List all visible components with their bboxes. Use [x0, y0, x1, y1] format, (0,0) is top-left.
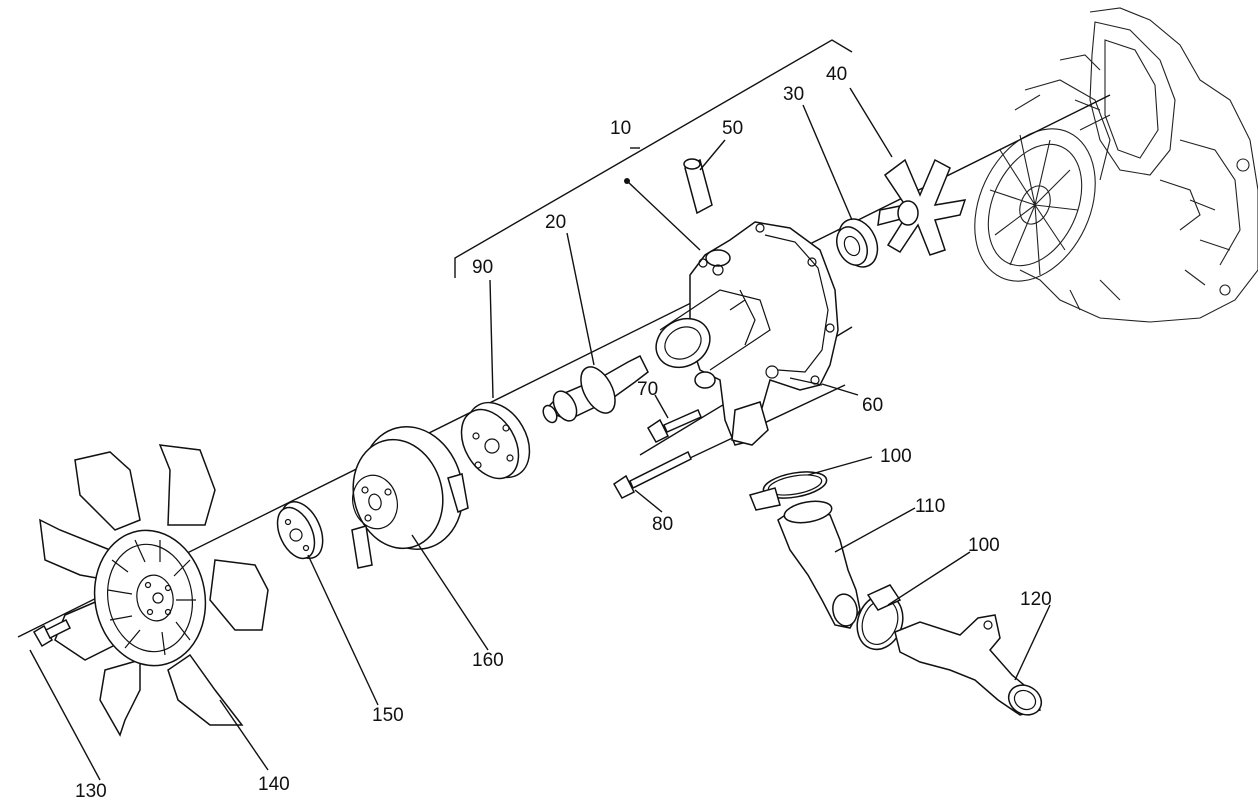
label-140: 140	[258, 774, 290, 795]
label-150: 150	[372, 705, 404, 726]
part-40-impeller	[877, 158, 967, 256]
part-160-pulley	[351, 425, 469, 569]
part-30-seal	[836, 218, 879, 268]
part-90-hub-flange	[460, 401, 531, 480]
label-90: 90	[472, 257, 493, 278]
part-130-bolt	[32, 618, 72, 648]
part-20-bearing	[542, 354, 649, 424]
label-130: 130	[75, 781, 107, 802]
label-110: 110	[915, 496, 945, 517]
part-50-pipe	[683, 158, 713, 215]
part-100-clamp-upper	[748, 471, 828, 511]
part-140-fan	[39, 444, 269, 737]
part-70-bolt	[647, 409, 702, 443]
part-120-pipe	[894, 614, 1043, 716]
label-20: 20	[545, 212, 566, 233]
label-50: 50	[722, 118, 743, 139]
label-10: 10	[610, 118, 631, 139]
label-70: 70	[637, 379, 658, 400]
part-100-clamp-lower	[856, 584, 904, 651]
gasket-60	[789, 377, 823, 386]
label-80: 80	[652, 514, 673, 535]
label-160: 160	[472, 650, 504, 671]
kit-bracket	[454, 39, 853, 278]
engine-block	[974, 7, 1258, 323]
label-120: 120	[1020, 589, 1052, 610]
part-80-bolt	[613, 450, 692, 499]
water-pump-body	[655, 221, 839, 446]
label-100-lower: 100	[968, 535, 1000, 556]
label-40: 40	[826, 64, 847, 85]
label-100-upper: 100	[880, 446, 912, 467]
leader-lines	[29, 87, 1051, 781]
part-110-hose	[777, 500, 861, 629]
part-150-spacer	[276, 501, 324, 560]
label-30: 30	[783, 84, 804, 105]
label-60: 60	[862, 395, 883, 416]
